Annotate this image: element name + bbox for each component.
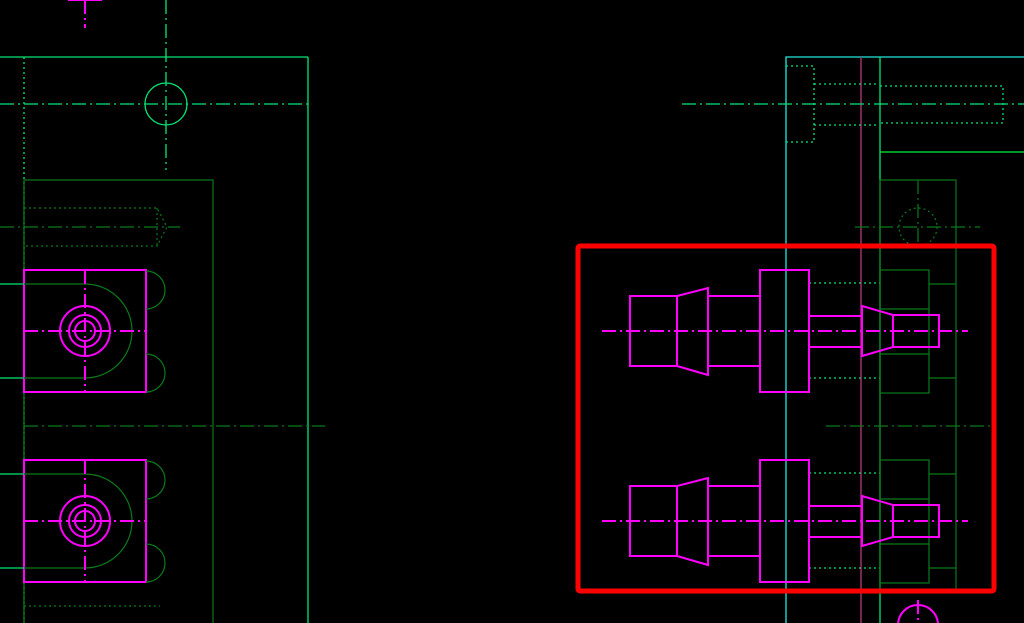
hidden-bolt xyxy=(24,207,168,247)
highlight-box xyxy=(575,243,997,594)
hole-circle xyxy=(144,82,188,126)
housing-outline xyxy=(785,56,1024,623)
left-view xyxy=(0,0,325,623)
fitting-upper[interactable] xyxy=(601,269,969,394)
bracket-lower[interactable] xyxy=(0,459,166,583)
bracket-upper[interactable] xyxy=(0,269,166,393)
fitting-lower[interactable] xyxy=(601,459,969,584)
right-view xyxy=(601,56,1024,623)
